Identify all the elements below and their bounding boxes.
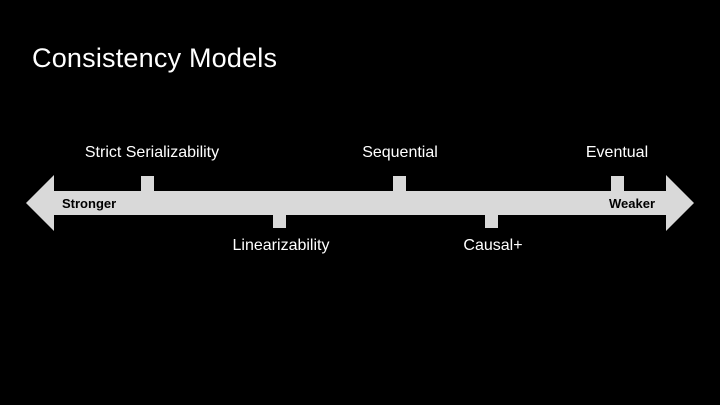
model-strict-serializability: Strict Serializability	[84, 144, 220, 161]
axis-label-stronger: Stronger	[62, 196, 117, 211]
model-sequential: Sequential	[362, 144, 438, 161]
tick-eventual	[611, 176, 624, 192]
model-linearizability: Linearizability	[232, 237, 330, 254]
tick-sequential	[393, 176, 406, 192]
slide-title: Consistency Models	[32, 43, 278, 73]
model-eventual: Eventual	[585, 144, 649, 161]
model-causal-plus: Causal+	[463, 237, 523, 254]
axis-label-weaker: Weaker	[609, 196, 656, 211]
tick-strict-serializability	[141, 176, 154, 192]
tick-linearizability	[273, 213, 286, 228]
axis-double-arrow	[26, 175, 694, 231]
tick-causal-plus	[485, 213, 498, 228]
